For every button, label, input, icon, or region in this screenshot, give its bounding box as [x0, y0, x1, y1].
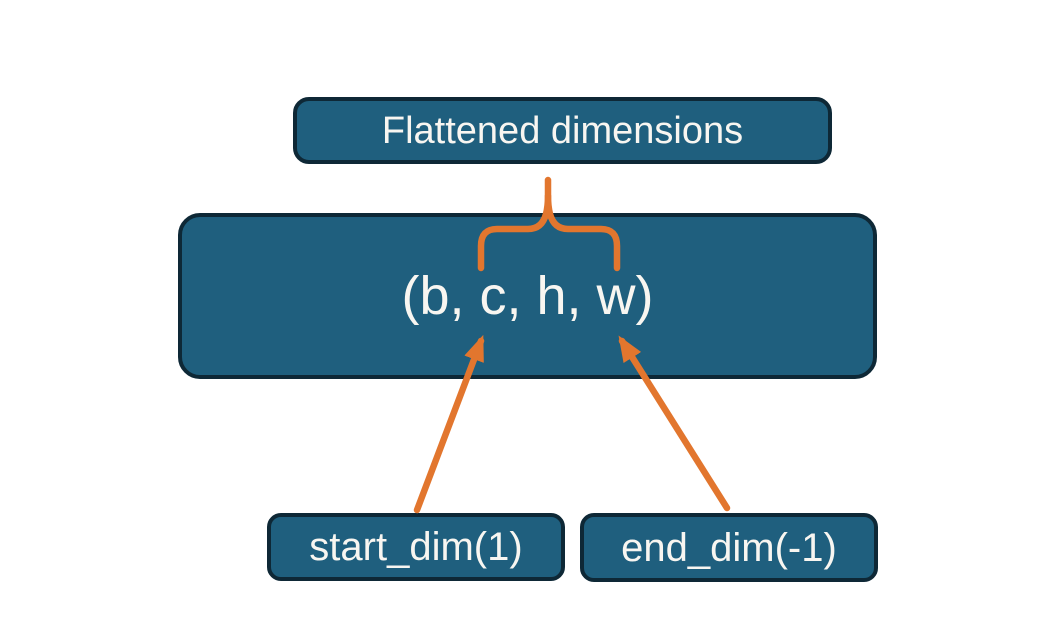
end-dim-label: end_dim(-1)	[621, 525, 837, 570]
flattened-dimensions-node: Flattened dimensions	[293, 97, 832, 164]
tensor-shape-node: (b, c, h, w)	[178, 213, 877, 379]
start-dim-node: start_dim(1)	[267, 513, 565, 581]
start-dim-label: start_dim(1)	[309, 525, 523, 569]
flattened-dimensions-label: Flattened dimensions	[381, 109, 744, 152]
tensor-shape-label: (b, c, h, w)	[401, 266, 654, 326]
end-dim-node: end_dim(-1)	[580, 513, 878, 582]
